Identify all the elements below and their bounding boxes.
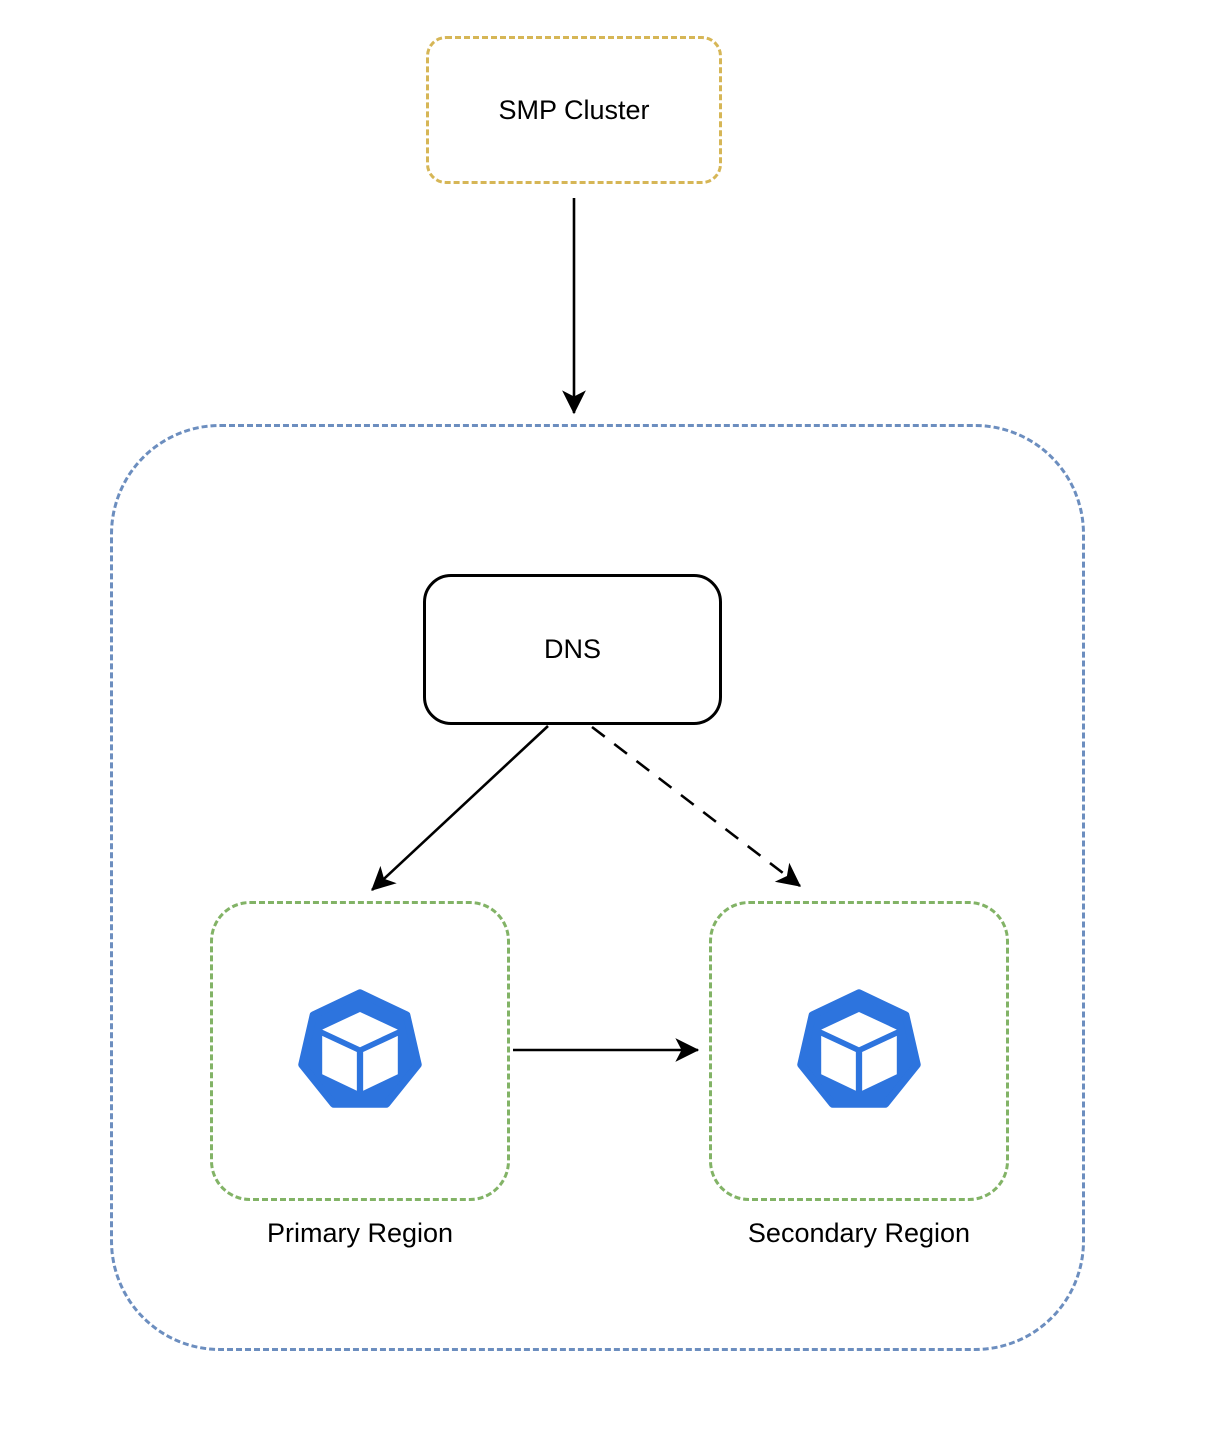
node-smp-cluster: SMP Cluster (426, 36, 722, 184)
dns-label: DNS (543, 634, 601, 664)
cube-heptagon-icon (797, 989, 921, 1108)
node-secondary-region (709, 901, 1009, 1201)
cube-heptagon-icon (298, 989, 422, 1108)
smp-cluster-label: SMP Cluster (498, 94, 650, 125)
node-dns: DNS (423, 574, 722, 725)
dns-zone-container (110, 424, 1085, 1351)
primary-region-label: Primary Region (266, 1218, 454, 1248)
node-primary-region (210, 901, 510, 1201)
secondary-region-label: Secondary Region (747, 1218, 971, 1248)
